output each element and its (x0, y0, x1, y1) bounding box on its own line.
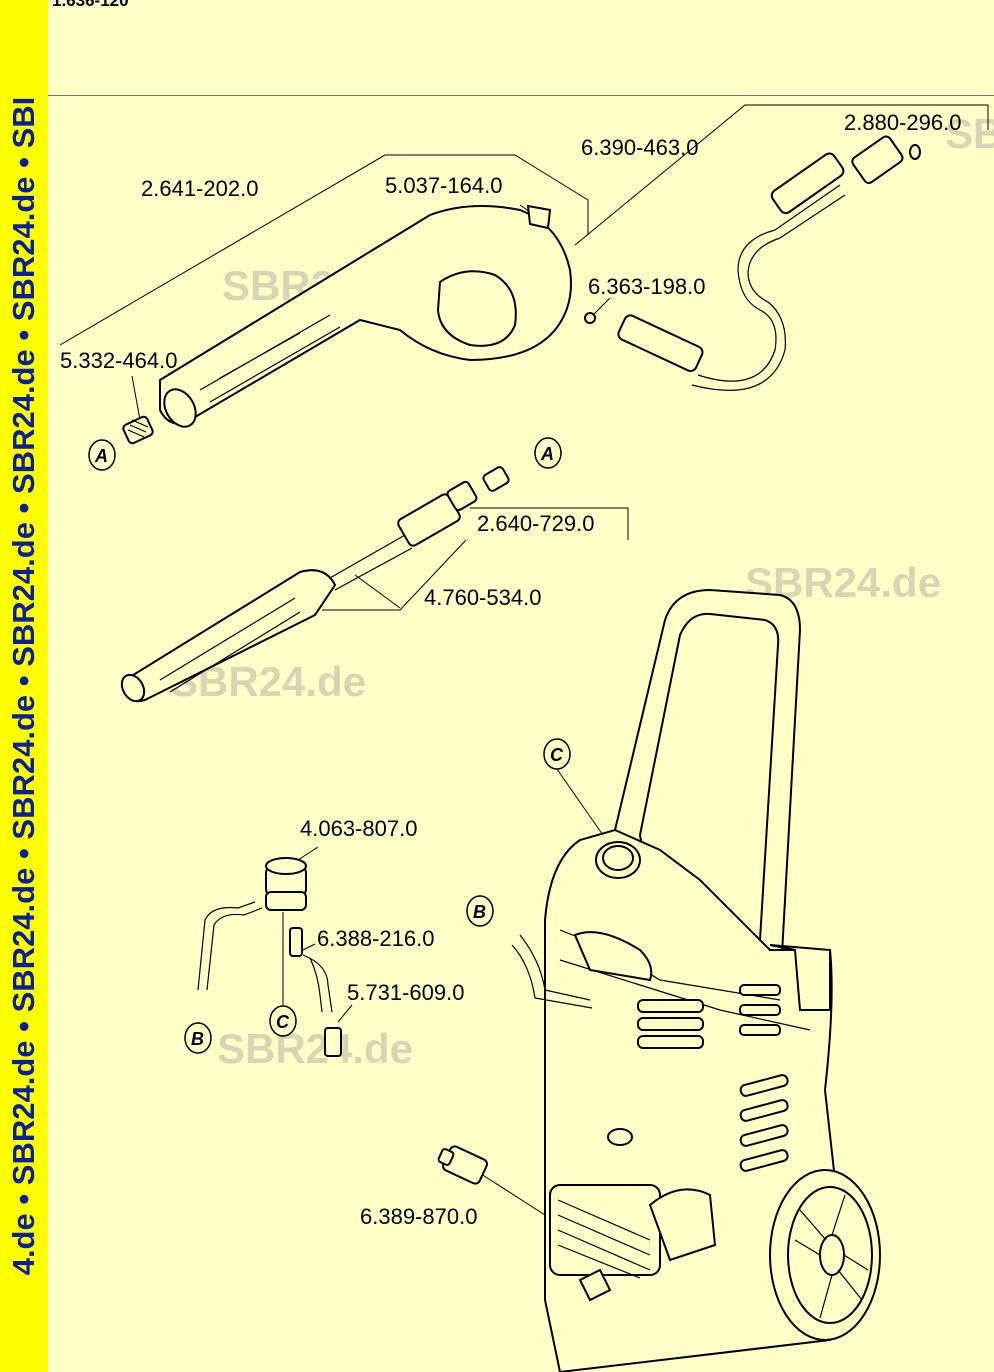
part-label-5731-609: 5.731-609.0 (347, 980, 464, 1005)
header-divider (48, 95, 994, 96)
nozzle-insert (122, 415, 154, 445)
high-pressure-hose (584, 135, 921, 391)
detergent-hose (511, 934, 593, 1009)
front-grille (549, 1184, 661, 1279)
part-label-5037-164: 5.037-164.0 (385, 173, 502, 198)
detergent-suction-parts (197, 857, 342, 1057)
leader-lines (59, 104, 989, 1216)
svg-text:A: A (94, 446, 108, 466)
vent-slots-side (739, 1074, 789, 1172)
watermark-sidebar: 4.de • SBR24.de • SBR24.de • SBR24.de • … (0, 0, 48, 1372)
watermark-5: SBR24.de (945, 110, 994, 157)
watermark-4: SBR24.de (217, 1025, 413, 1072)
connector-marker-c-left: C (269, 1005, 297, 1037)
part-label-6363-198: 6.363-198.0 (588, 274, 705, 299)
spray-lance (120, 466, 510, 703)
part-label-5332-464: 5.332-464.0 (60, 348, 177, 373)
svg-text:C: C (276, 1012, 290, 1032)
trigger-gun (159, 204, 572, 428)
svg-text:B: B (191, 1029, 204, 1049)
part-label-6388-216: 6.388-216.0 (317, 926, 434, 951)
part-label-2640-729: 2.640-729.0 (477, 511, 594, 536)
part-label-4063-807: 4.063-807.0 (300, 816, 417, 841)
vent-slots-upper (637, 984, 781, 1049)
connector-marker-a-right: A (534, 437, 562, 469)
svg-text:A: A (540, 444, 554, 464)
connector-marker-c-right: C (543, 738, 571, 770)
document-code: 1.636-120 (52, 0, 129, 10)
part-label-6389-870: 6.389-870.0 (360, 1204, 477, 1229)
part-label-6390-463: 6.390-463.0 (581, 135, 698, 160)
wheel (769, 1169, 881, 1341)
part-label-4760-534: 4.760-534.0 (424, 585, 541, 610)
part-label-2880-296: 2.880-296.0 (844, 110, 961, 135)
connector-marker-b-right: B (466, 895, 494, 927)
svg-text:C: C (550, 745, 564, 765)
pressure-washer-body (544, 588, 881, 1372)
hose-connector (437, 1145, 488, 1185)
connector-marker-a-left: A (88, 439, 116, 471)
svg-text:B: B (473, 902, 486, 922)
connector-marker-b-left: B (184, 1022, 212, 1054)
part-label-2641-202: 2.641-202.0 (141, 176, 258, 201)
